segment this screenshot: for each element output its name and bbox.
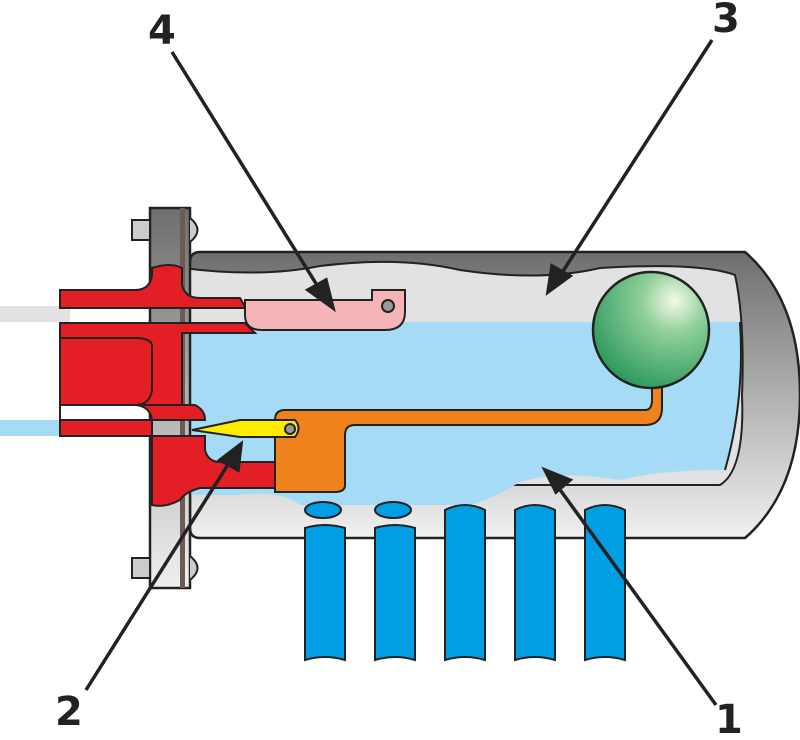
valve-lever: [274, 379, 663, 493]
upper-lever: [244, 289, 406, 331]
arrow-4-head: [304, 277, 336, 313]
label-2: 2: [55, 689, 83, 735]
liquid-inlet-pipe: [0, 420, 70, 436]
label-4: 4: [148, 8, 176, 54]
arrow-1-head: [541, 466, 574, 495]
arrow-2-head: [216, 440, 244, 473]
bolt-bottom: [131, 555, 199, 581]
arrow-3-head: [545, 263, 574, 296]
label-3: 3: [712, 0, 740, 42]
label-1: 1: [715, 697, 743, 740]
leader-arrows: [84, 39, 718, 707]
needle-pivot: [284, 423, 296, 435]
gas-pipe: [0, 306, 70, 322]
needle-valve: [191, 419, 300, 438]
bolt-top: [131, 217, 199, 243]
float-ball: [591, 270, 711, 390]
upper-pivot: [381, 299, 395, 313]
outlet-pipes: [304, 501, 626, 662]
